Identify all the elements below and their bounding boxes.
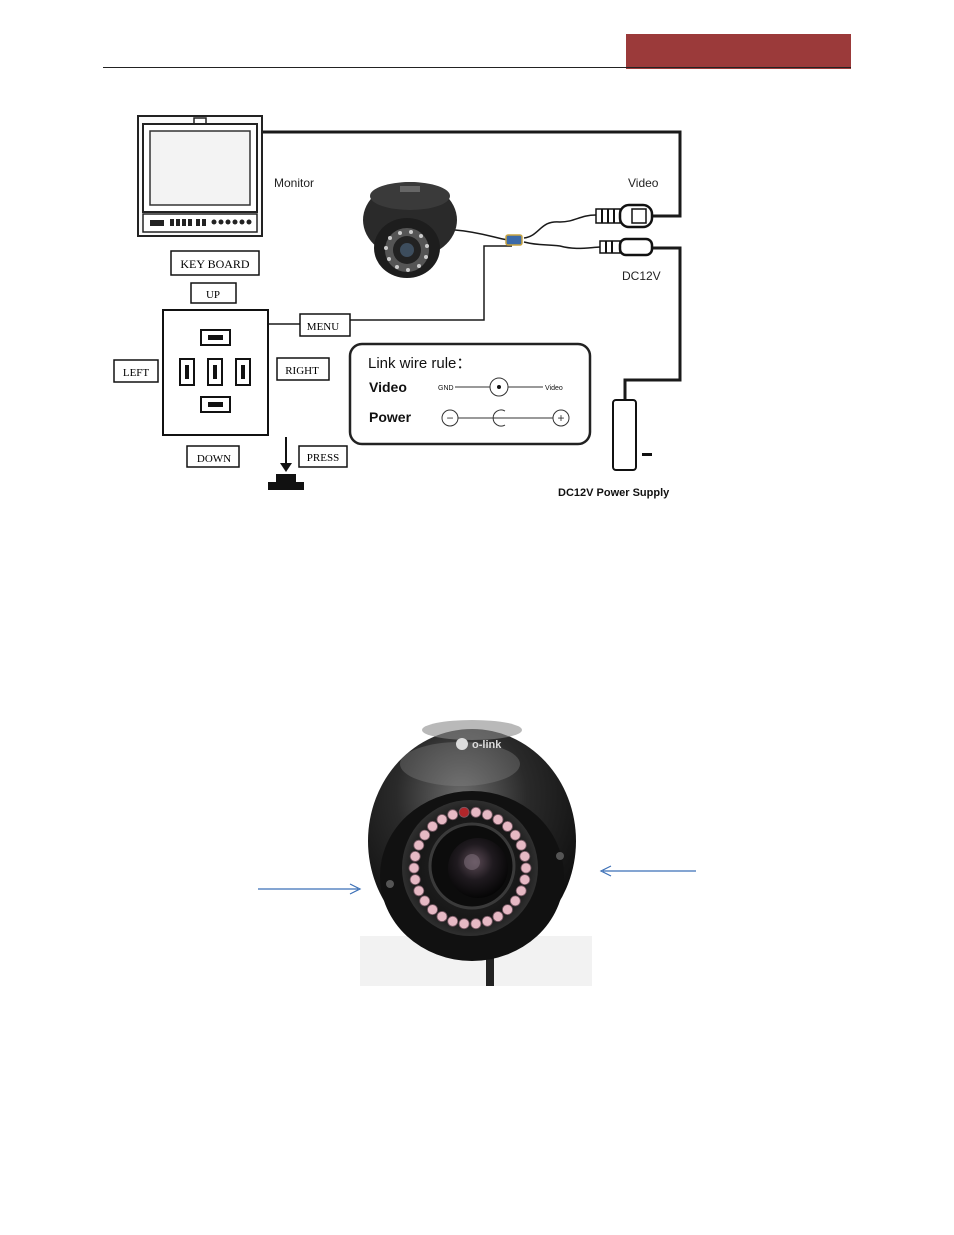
ir-led: [448, 916, 458, 926]
power-supply-label: DC12V Power Supply: [558, 487, 670, 499]
wiring-diagram: Monitor Video DC12V KEY BOARD: [0, 0, 954, 520]
monitor-icon: [138, 116, 262, 236]
cable-connector-icon: [506, 235, 522, 245]
press-label: PRESS: [307, 452, 339, 464]
video-pin-label: Video: [545, 385, 563, 392]
ir-led: [520, 851, 530, 861]
camera-photo: o-link: [360, 716, 592, 986]
minus-symbol: −: [446, 411, 453, 425]
keyboard-label: KEY BOARD: [180, 257, 250, 271]
ir-led: [493, 912, 503, 922]
ir-led: [428, 821, 438, 831]
link-wire-title: Link wire rule：: [368, 355, 471, 372]
lens-glass: [448, 838, 508, 898]
screw-icon-right: [556, 852, 564, 860]
ir-led: [409, 863, 419, 873]
plus-symbol: +: [557, 411, 564, 425]
down-label: DOWN: [197, 453, 231, 465]
ir-led: [516, 886, 526, 896]
ir-led: [448, 810, 458, 820]
ir-led: [459, 919, 469, 929]
brand-logo-icon: [456, 738, 468, 750]
ir-led: [482, 916, 492, 926]
gnd-label: GND: [438, 385, 454, 392]
ir-led: [410, 851, 420, 861]
ir-led: [482, 810, 492, 820]
video-rca-plug-icon: [596, 205, 652, 227]
menu-label: MENU: [307, 321, 339, 333]
video-label: Video: [628, 176, 659, 190]
ir-led: [428, 905, 438, 915]
ir-led: [493, 815, 503, 825]
screw-icon-left: [386, 880, 394, 888]
ir-led: [410, 875, 420, 885]
ir-led: [503, 905, 513, 915]
ir-led: [510, 830, 520, 840]
ir-led: [521, 863, 531, 873]
camera-cable: [486, 956, 494, 986]
right-label: RIGHT: [285, 365, 319, 377]
ir-led: [471, 807, 481, 817]
ir-led: [420, 830, 430, 840]
ir-led: [414, 886, 424, 896]
left-label: LEFT: [123, 367, 150, 379]
ir-led: [516, 840, 526, 850]
up-label: UP: [206, 289, 220, 301]
power-dc-plug-icon: [600, 239, 652, 255]
ir-led: [510, 896, 520, 906]
ir-led: [520, 875, 530, 885]
ir-led: [437, 912, 447, 922]
monitor-label: Monitor: [274, 176, 314, 190]
ir-led: [459, 807, 469, 817]
ir-led: [414, 840, 424, 850]
ir-led: [503, 821, 513, 831]
ir-led: [471, 919, 481, 929]
video-row-label: Video: [369, 379, 407, 395]
power-row-label: Power: [369, 409, 412, 425]
dc12v-label: DC12V: [622, 269, 661, 283]
ir-led: [420, 896, 430, 906]
ir-led: [437, 815, 447, 825]
brand-text: o-link: [472, 739, 502, 751]
